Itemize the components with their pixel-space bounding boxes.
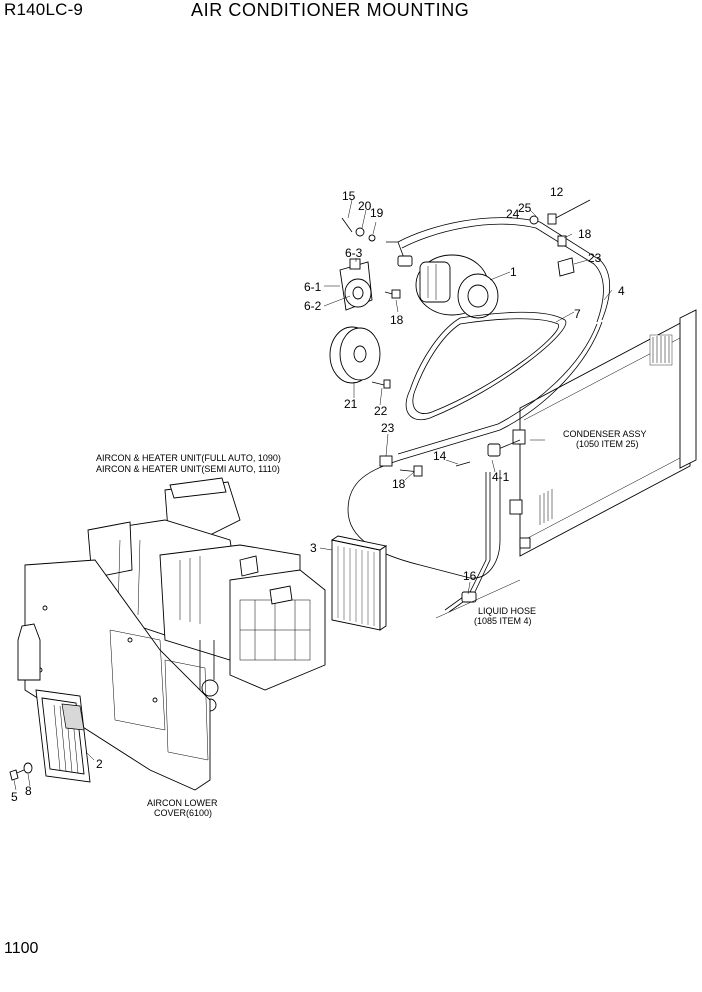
callout-18-c: 18 (392, 477, 406, 491)
callout-23-b: 23 (381, 421, 395, 435)
note-aircon-full-auto: AIRCON & HEATER UNIT(FULL AUTO, 1090) (96, 453, 281, 463)
callout-4-1: 4-1 (492, 470, 510, 484)
note-liquid-hose: LIQUID HOSE (478, 606, 536, 616)
leader-lines (13, 199, 613, 791)
condenser-assembly (509, 309, 697, 557)
callout-6-1: 6-1 (304, 280, 322, 294)
note-condenser-ref: (1050 ITEM 25) (576, 439, 639, 449)
callout-5: 5 (11, 790, 18, 804)
callout-6-3: 6-3 (345, 246, 363, 260)
callout-1: 1 (510, 265, 517, 279)
callout-15: 15 (342, 189, 356, 203)
callout-22: 22 (374, 404, 388, 418)
callout-25: 25 (518, 201, 532, 215)
reference-notes: CONDENSER ASSY (1050 ITEM 25) AIRCON & H… (96, 429, 647, 818)
lower-cover-panel (9, 559, 211, 791)
callout-24: 24 (506, 207, 520, 221)
callout-4: 4 (618, 284, 625, 298)
compressor-group (329, 199, 611, 421)
callout-21: 21 (344, 397, 358, 411)
callout-numbers: 15 20 19 6-3 6-1 6-2 18 1 7 4 23 18 12 2… (11, 185, 625, 804)
callout-3: 3 (310, 541, 317, 555)
refrigerant-pipes (347, 321, 603, 619)
note-aircon-semi-auto: AIRCON & HEATER UNIT(SEMI AUTO, 1110) (96, 464, 280, 474)
note-condenser-assy: CONDENSER ASSY (563, 429, 647, 439)
note-liquid-hose-ref: (1085 ITEM 4) (474, 616, 532, 626)
note-aircon-lower: AIRCON LOWER (147, 798, 218, 808)
note-lower-cover-ref: COVER(6100) (154, 808, 212, 818)
filter-part (330, 535, 388, 631)
page-number: 1100 (4, 940, 39, 957)
callout-16: 16 (463, 569, 477, 583)
callout-12: 12 (550, 185, 564, 199)
callout-7: 7 (574, 307, 581, 321)
model-code: R140LC-9 (4, 0, 84, 19)
callout-6-2: 6-2 (304, 299, 322, 313)
callout-18-a: 18 (390, 313, 404, 327)
page-title: AIR CONDITIONER MOUNTING (191, 0, 470, 20)
callout-18-b: 18 (578, 227, 592, 241)
callout-8: 8 (25, 784, 32, 798)
callout-19: 19 (370, 206, 384, 220)
callout-20: 20 (358, 199, 372, 213)
callout-23-a: 23 (588, 251, 602, 265)
callout-14: 14 (433, 449, 447, 463)
callout-2: 2 (96, 757, 103, 771)
